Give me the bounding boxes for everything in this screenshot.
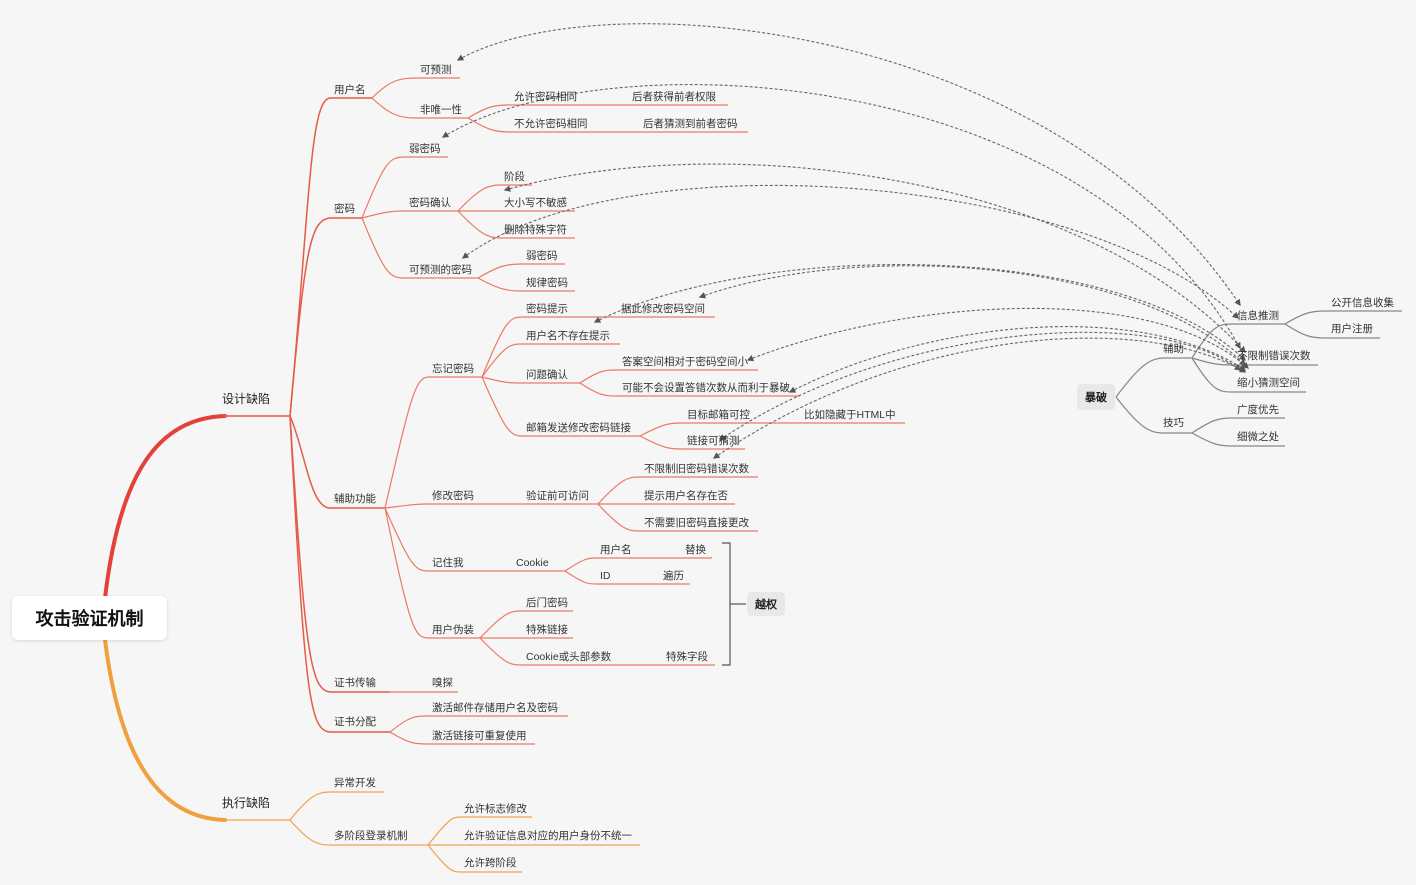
node-aux[interactable]: 辅助功能: [334, 493, 376, 505]
branch-impl-flaws[interactable]: 执行缺陷: [222, 796, 271, 810]
node-shrink-space[interactable]: 缩小猜测空间: [1237, 377, 1300, 389]
node-attention-detail[interactable]: 细微之处: [1237, 431, 1279, 443]
node-info-guess[interactable]: 信息推测: [1237, 310, 1279, 322]
privilege-bracket: [722, 542, 746, 666]
node-assist[interactable]: 辅助: [1163, 343, 1184, 355]
node-weak-pwd-2[interactable]: 弱密码: [526, 250, 558, 262]
node-forgot-pwd[interactable]: 忘记密码: [432, 363, 474, 375]
node-cookie-traverse[interactable]: 遍历: [663, 570, 684, 582]
node-cookie-user[interactable]: 用户名: [600, 544, 632, 556]
node-no-limit-errors[interactable]: 不限制错误次数: [1237, 350, 1311, 362]
node-strip-special[interactable]: 删除特殊字符: [504, 224, 567, 236]
node-identity-mismatch[interactable]: 允许验证信息对应的用户身份不统一: [464, 830, 632, 842]
node-allow-flag-mod[interactable]: 允许标志修改: [464, 803, 527, 815]
node-allow-skip[interactable]: 允许跨阶段: [464, 857, 517, 869]
node-access-before-verify[interactable]: 验证前可访问: [526, 490, 589, 502]
node-disallow-same-pwd[interactable]: 不允许密码相同: [514, 118, 588, 130]
node-change-pwd[interactable]: 修改密码: [432, 490, 474, 502]
node-target-email-ctrl[interactable]: 目标邮箱可控: [687, 409, 750, 421]
root-connectors: [103, 414, 227, 822]
node-impersonate[interactable]: 用户伪装: [432, 624, 474, 636]
node-bruteforce[interactable]: 暴破: [1077, 384, 1115, 410]
node-latter-guesses-pwd[interactable]: 后者猜测到前者密码: [643, 118, 738, 130]
node-cert-distribution[interactable]: 证书分配: [334, 716, 376, 728]
node-password[interactable]: 密码: [334, 203, 355, 215]
node-breadth-first[interactable]: 广度优先: [1237, 404, 1279, 416]
node-predictable[interactable]: 可预测: [420, 64, 452, 76]
design-connectors: [222, 97, 390, 733]
node-pwd-confirm[interactable]: 密码确认: [409, 197, 451, 209]
node-truncation[interactable]: 阶段: [504, 171, 525, 183]
node-backdoor-pwd[interactable]: 后门密码: [526, 597, 568, 609]
node-special-field[interactable]: 特殊字段: [666, 651, 708, 663]
node-case-insensitive[interactable]: 大小写不敏感: [504, 197, 567, 209]
node-special-link[interactable]: 特殊链接: [526, 624, 568, 636]
node-latter-gets-rights[interactable]: 后者获得前者权限: [632, 91, 716, 103]
node-no-old-pwd-limit[interactable]: 不限制旧密码错误次数: [644, 463, 749, 475]
node-multi-stage[interactable]: 多阶段登录机制: [334, 830, 408, 842]
node-question-confirm[interactable]: 问题确认: [526, 369, 568, 381]
node-activation-mail[interactable]: 激活邮件存储用户名及密码: [432, 702, 558, 714]
node-no-error-limit[interactable]: 可能不会设置答错次数从而利于暴破: [622, 382, 790, 394]
node-user-not-exist-hint[interactable]: 用户名不存在提示: [526, 330, 610, 342]
branch-design-flaws[interactable]: 设计缺陷: [222, 392, 271, 406]
node-pwd-hint[interactable]: 密码提示: [526, 303, 568, 315]
node-cookie-header[interactable]: Cookie或头部参数: [526, 651, 612, 663]
node-hint-user-exists[interactable]: 提示用户名存在否: [644, 490, 728, 502]
node-cookie-replace[interactable]: 替换: [685, 544, 706, 556]
node-email-link[interactable]: 邮箱发送修改密码链接: [526, 422, 631, 434]
node-privilege[interactable]: 越权: [747, 592, 785, 616]
node-skill[interactable]: 技巧: [1163, 417, 1184, 429]
node-cookie[interactable]: Cookie: [516, 557, 549, 569]
node-answer-space-small[interactable]: 答案空间相对于密码空间小: [622, 356, 748, 368]
node-username[interactable]: 用户名: [334, 84, 366, 96]
node-cert-transfer[interactable]: 证书传输: [334, 677, 376, 689]
impl-connectors: [222, 791, 640, 873]
node-public-info[interactable]: 公开信息收集: [1331, 297, 1394, 309]
node-user-register[interactable]: 用户注册: [1331, 323, 1373, 335]
node-sniff[interactable]: 嗅探: [432, 677, 453, 689]
node-modify-space[interactable]: 据此修改密码空间: [621, 303, 705, 315]
node-hidden-in-html[interactable]: 比如隐藏于HTML中: [804, 409, 896, 421]
node-non-unique[interactable]: 非唯一性: [420, 104, 462, 116]
node-allow-same-pwd[interactable]: 允许密码相同: [514, 91, 577, 103]
node-weak-pwd[interactable]: 弱密码: [409, 143, 441, 155]
relation-arrows: [441, 23, 1249, 459]
root-topic[interactable]: 攻击验证机制: [12, 596, 167, 640]
node-no-old-pwd-needed[interactable]: 不需要旧密码直接更改: [644, 517, 749, 529]
node-remember-me[interactable]: 记住我: [432, 557, 464, 569]
node-predictable-pwd[interactable]: 可预测的密码: [409, 264, 472, 276]
node-exception[interactable]: 异常开发: [334, 777, 376, 789]
node-activation-reuse[interactable]: 激活链接可重复使用: [432, 730, 527, 742]
node-regular-pwd[interactable]: 规律密码: [526, 277, 568, 289]
node-link-guessable[interactable]: 链接可猜测: [687, 435, 740, 447]
node-cookie-id[interactable]: ID: [600, 570, 611, 582]
